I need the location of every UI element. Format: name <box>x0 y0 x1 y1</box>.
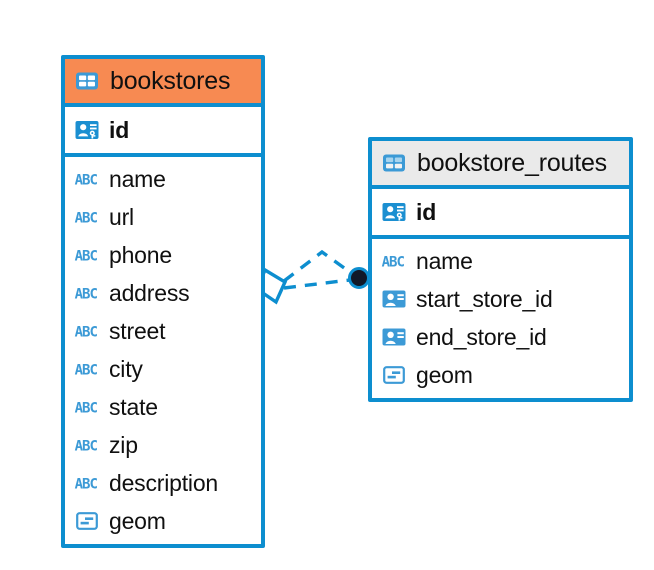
field-label: phone <box>109 241 172 268</box>
foreign-key-icon <box>382 290 406 308</box>
text-abc-icon: ABC <box>75 248 99 264</box>
field-row[interactable]: start_store_id <box>372 280 629 318</box>
header-separator <box>65 103 261 107</box>
svg-text:ABC: ABC <box>382 254 405 270</box>
svg-text:ABC: ABC <box>75 324 98 340</box>
field-row[interactable]: ABC name <box>372 242 629 280</box>
svg-text:ABC: ABC <box>75 286 98 302</box>
svg-text:ABC: ABC <box>75 210 98 226</box>
field-label: id <box>109 116 130 143</box>
field-row[interactable]: ABC state <box>65 388 261 426</box>
relationship-line-upper <box>282 249 359 283</box>
entity-table-bookstore-routes[interactable]: bookstore_routes id ABC <box>368 137 633 402</box>
geometry-icon <box>76 512 98 530</box>
primary-key-icon <box>382 203 406 221</box>
field-row[interactable]: ABC zip <box>65 426 261 464</box>
field-row[interactable]: geom <box>65 502 261 540</box>
text-abc-icon: ABC <box>75 210 99 226</box>
foreign-key-icon <box>382 328 406 346</box>
field-label: street <box>109 317 166 344</box>
table-icon <box>76 72 98 90</box>
field-row[interactable]: geom <box>372 356 629 394</box>
text-abc-icon: ABC <box>75 172 99 188</box>
text-abc-icon: ABC <box>75 476 99 492</box>
svg-text:ABC: ABC <box>75 400 98 416</box>
entity-table-bookstores[interactable]: bookstores id ABC name <box>61 55 265 548</box>
primary-key-icon <box>75 121 99 139</box>
field-label: address <box>109 279 190 306</box>
svg-text:ABC: ABC <box>75 362 98 378</box>
geometry-icon <box>383 366 405 384</box>
text-abc-icon: ABC <box>75 362 99 378</box>
primary-key-separator <box>65 153 261 157</box>
entity-title: bookstores <box>110 66 231 95</box>
field-label: url <box>109 203 134 230</box>
field-row[interactable]: ABC name <box>65 160 261 198</box>
field-label: name <box>416 247 473 274</box>
field-label: start_store_id <box>416 285 553 312</box>
text-abc-icon: ABC <box>75 286 99 302</box>
text-abc-icon: ABC <box>75 324 99 340</box>
table-icon <box>383 154 405 172</box>
entity-title: bookstore_routes <box>417 148 607 177</box>
field-label: geom <box>109 507 166 534</box>
svg-text:ABC: ABC <box>75 476 98 492</box>
text-abc-icon: ABC <box>75 400 99 416</box>
field-label: end_store_id <box>416 323 547 350</box>
field-row[interactable]: ABC description <box>65 464 261 502</box>
field-row[interactable]: ABC phone <box>65 236 261 274</box>
text-abc-icon: ABC <box>382 254 406 270</box>
field-row[interactable]: ABC address <box>65 274 261 312</box>
field-label: zip <box>109 431 138 458</box>
field-label: id <box>416 198 437 225</box>
field-row[interactable]: ABC url <box>65 198 261 236</box>
entity-header-bookstores[interactable]: bookstores <box>65 59 261 103</box>
field-label: geom <box>416 361 473 388</box>
svg-text:ABC: ABC <box>75 248 98 264</box>
primary-key-separator <box>372 235 629 239</box>
svg-text:ABC: ABC <box>75 172 98 188</box>
relationship-circle-endpoint <box>348 267 370 289</box>
header-separator <box>372 185 629 189</box>
field-label: state <box>109 393 158 420</box>
field-row[interactable]: ABC city <box>65 350 261 388</box>
relationship-line-lower <box>283 277 359 290</box>
field-list: ABC name ABC url ABC phone ABC ad <box>65 157 261 544</box>
field-row-primary-key[interactable]: id <box>65 107 261 153</box>
field-row[interactable]: ABC street <box>65 312 261 350</box>
field-label: description <box>109 469 219 496</box>
field-label: name <box>109 165 166 192</box>
text-abc-icon: ABC <box>75 438 99 454</box>
entity-header-bookstore-routes[interactable]: bookstore_routes <box>372 141 629 185</box>
svg-text:ABC: ABC <box>75 438 98 454</box>
field-list: ABC name start_store_id <box>372 239 629 398</box>
field-row[interactable]: end_store_id <box>372 318 629 356</box>
field-row-primary-key[interactable]: id <box>372 189 629 235</box>
field-label: city <box>109 355 143 382</box>
